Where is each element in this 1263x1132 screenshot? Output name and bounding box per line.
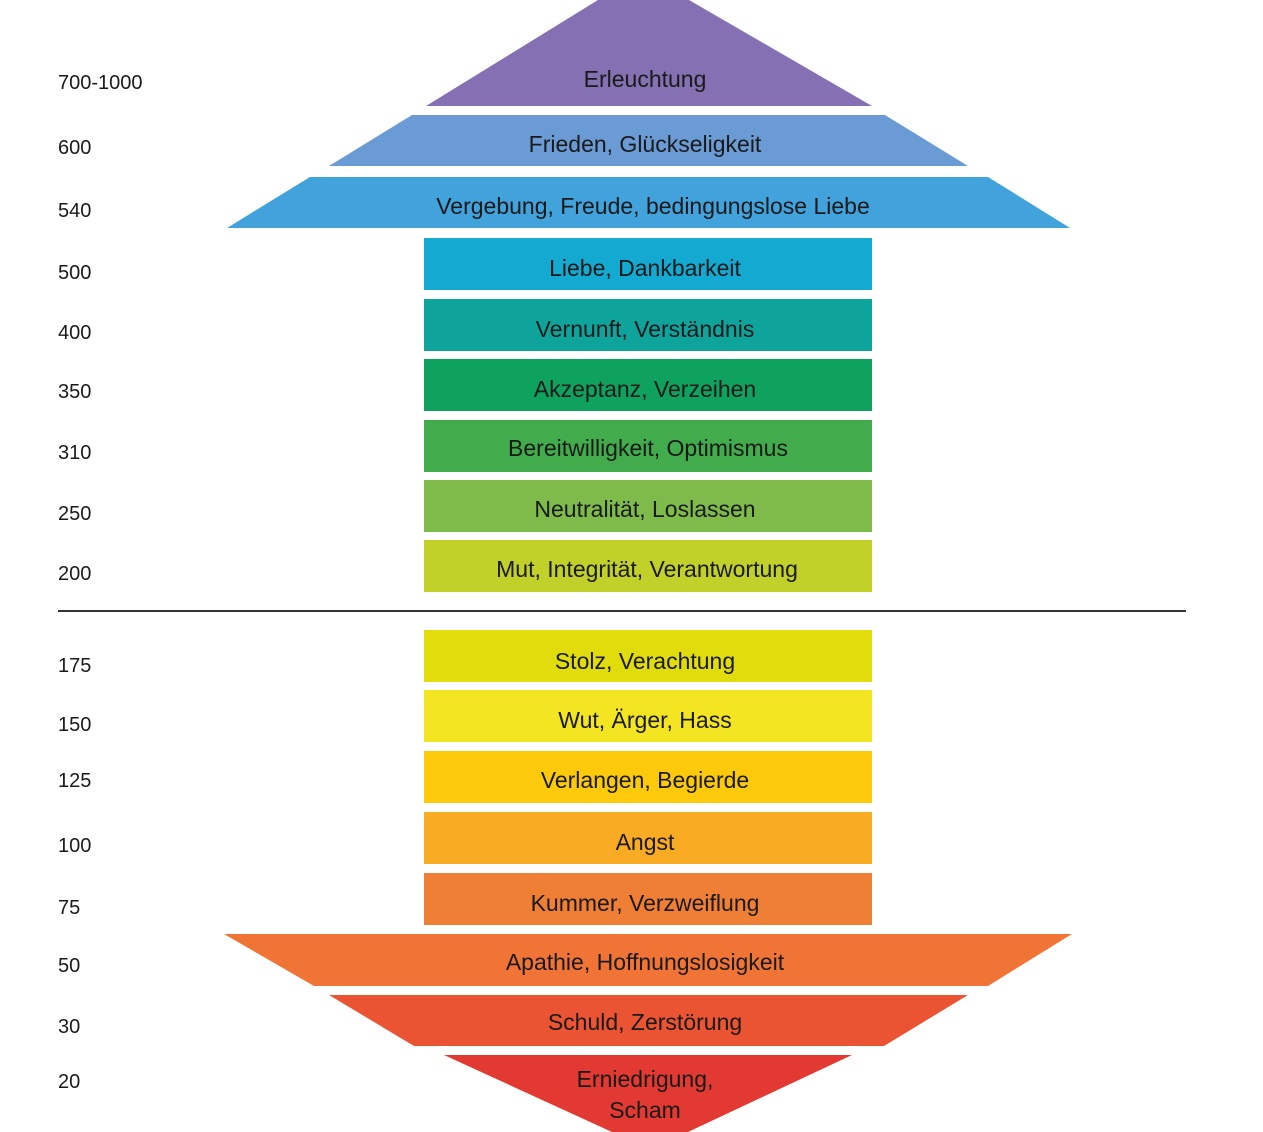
level-label: Vergebung, Freude, bedingungslose Liebe [436,193,870,219]
level-shape-frieden [329,115,968,166]
level-shape-schuld [329,995,968,1046]
level-value: 50 [58,955,80,977]
level-shape-verlangen [424,751,872,803]
level-label-line: Erniedrigung, [577,1066,714,1092]
level-value: 250 [58,503,91,525]
level-label: Wut, Ärger, Hass [558,707,731,733]
level-value: 500 [58,262,91,284]
level-label: Angst [616,829,675,855]
level-label: Neutralität, Loslassen [534,496,755,522]
level-label-multiline: Erniedrigung, Scham [577,1066,714,1123]
level-shape-neutralitaet [424,480,872,532]
level-shape-stolz [424,630,872,682]
level-label: Frieden, Glückseligkeit [529,131,762,157]
level-shape-bereitwilligkeit [424,420,872,472]
level-value: 310 [58,442,91,464]
level-shape-vergebung [227,177,1070,228]
level-shape-mut [424,540,872,592]
level-label: Bereitwilligkeit, Optimismus [508,435,788,461]
level-value: 125 [58,770,91,792]
level-shape-kummer [424,873,872,925]
level-value: 100 [58,835,91,857]
level-shape-angst [424,812,872,864]
level-value: 700-1000 [58,72,143,94]
level-value: 150 [58,714,91,736]
level-label: Verlangen, Begierde [541,767,749,793]
level-shape-erniedrigung [444,1055,852,1132]
level-value: 540 [58,200,91,222]
level-label: Akzeptanz, Verzeihen [534,376,756,402]
level-value: 400 [58,322,91,344]
level-value: 600 [58,137,91,159]
level-label: Apathie, Hoffnungslosigkeit [506,949,785,975]
level-value: 75 [58,897,80,919]
level-shape-liebe [424,238,872,290]
level-label: Kummer, Verzweiflung [531,890,760,916]
level-value: 30 [58,1016,80,1038]
level-shapes [224,0,1072,1132]
level-shape-erleuchtung [426,0,872,106]
level-value: 350 [58,381,91,403]
level-label: Erleuchtung [584,66,707,92]
level-label: Liebe, Dankbarkeit [549,255,741,281]
level-label: Stolz, Verachtung [555,648,735,674]
level-label-line: Scham [609,1097,681,1123]
level-label: Schuld, Zerstörung [548,1009,742,1035]
level-shape-apathie [224,934,1072,986]
level-shape-vernunft [424,299,872,351]
level-shape-wut [424,690,872,742]
level-value: 200 [58,563,91,585]
level-value: 20 [58,1071,80,1093]
level-label: Mut, Integrität, Verantwortung [496,556,798,582]
level-shape-akzeptanz [424,359,872,411]
value-column: 700-1000 600 540 500 400 350 310 250 200… [58,72,143,1093]
level-value: 175 [58,655,91,677]
level-label: Vernunft, Verständnis [536,316,755,342]
level-labels: Erleuchtung Frieden, Glückseligkeit Verg… [436,66,870,1123]
